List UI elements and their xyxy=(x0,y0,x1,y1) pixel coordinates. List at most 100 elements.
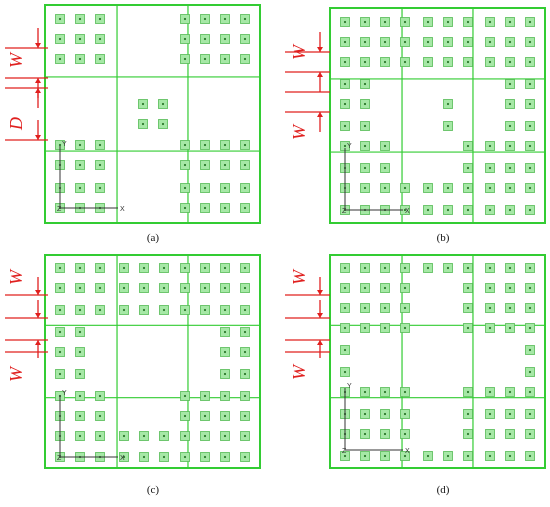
caption-b: (b) xyxy=(436,232,450,244)
pad-dot-b-top-0-0 xyxy=(343,20,347,24)
pad-dot-d-top1-0-1 xyxy=(363,266,367,270)
pad-dot-d-tl-1-1 xyxy=(363,306,367,310)
pad-dot-d-bottom-0-4 xyxy=(426,454,430,458)
pad-dot-b-top-1-3 xyxy=(403,40,407,44)
pad-dot-a-center-1-1 xyxy=(161,122,165,126)
pad-dot-c-bottom-1-6 xyxy=(183,455,187,459)
pad-dot-b-bottom-0-2 xyxy=(383,186,387,190)
pad-dot-d-top1-0-2 xyxy=(383,266,387,270)
pad-dot-a-bl-0-0 xyxy=(58,143,62,147)
pad-dot-d-tr-2-0 xyxy=(466,326,470,330)
dim-head-c-w2 xyxy=(35,340,41,345)
pad-dot-a-center-0-0 xyxy=(141,102,145,106)
pad-dot-c-br-1-1 xyxy=(203,414,207,418)
pad-dot-b-top-1-9 xyxy=(528,40,532,44)
pad-dot-d-bottom-0-7 xyxy=(488,454,492,458)
pad-dot-a-br-1-2 xyxy=(223,163,227,167)
dim-head-a-d-bot xyxy=(35,135,41,140)
pad-dot-c-top2-0-3 xyxy=(122,286,126,290)
pad-dot-b-bottom-1-4 xyxy=(426,208,430,212)
pad-dot-b-br-0-3 xyxy=(528,144,532,148)
dim-head-a-d-top xyxy=(35,88,41,93)
pad-dot-c-top1-0-4 xyxy=(142,266,146,270)
pad-dot-a-tl-0-1 xyxy=(78,17,82,21)
pad-dot-b-br-1-3 xyxy=(528,166,532,170)
dim-head-d-w1 xyxy=(317,290,323,295)
pad-dot-d-tl-2-0 xyxy=(343,326,347,330)
pad-dot-a-br-2-3 xyxy=(243,186,247,190)
pad-dot-d-tr-1-1 xyxy=(488,306,492,310)
pad-dot-d-bl-2-3 xyxy=(403,432,407,436)
pad-dot-b-top-1-7 xyxy=(488,40,492,44)
pad-dot-d-bl-1-1 xyxy=(363,412,367,416)
pad-dot-c-top1-0-9 xyxy=(243,266,247,270)
pad-dot-b-center-1-0 xyxy=(446,124,450,128)
pad-dot-d-bl-2-1 xyxy=(363,432,367,436)
pad-dot-a-tr-2-2 xyxy=(223,57,227,61)
pad-dot-d-right-1-0 xyxy=(528,370,532,374)
pad-dot-b-top-2-5 xyxy=(446,60,450,64)
pad-dot-b-bottom-0-8 xyxy=(508,186,512,190)
pad-dot-c-right-2-0 xyxy=(223,372,227,376)
pad-dot-c-top2-0-0 xyxy=(58,286,62,290)
y-axis-label-d: Y xyxy=(347,383,352,390)
pad-dot-a-br-3-3 xyxy=(243,206,247,210)
dim-head-d-w2 xyxy=(317,340,323,345)
pad-dot-a-bl-2-2 xyxy=(98,186,102,190)
pad-dot-d-br-1-2 xyxy=(508,412,512,416)
pad-dot-d-bl-2-2 xyxy=(383,432,387,436)
pad-dot-b-top-0-2 xyxy=(383,20,387,24)
pad-dot-b-left-2-1 xyxy=(363,124,367,128)
pad-dot-b-top-0-8 xyxy=(508,20,512,24)
caption-d: (d) xyxy=(436,484,450,496)
z-axis-label-c: Z xyxy=(57,455,62,462)
dim-head-b-w1 xyxy=(317,47,323,52)
pad-dot-a-br-0-2 xyxy=(223,143,227,147)
pad-dot-b-bottom-0-4 xyxy=(426,186,430,190)
dim-label-a-d: D xyxy=(6,117,26,131)
pad-dot-c-top2-1-0 xyxy=(58,308,62,312)
pad-dot-c-bottom-0-5 xyxy=(162,434,166,438)
pad-dot-c-left-2-0 xyxy=(58,372,62,376)
pad-dot-d-tr-2-2 xyxy=(508,326,512,330)
pad-dot-c-top2-1-5 xyxy=(162,308,166,312)
pad-dot-d-bottom-0-3 xyxy=(403,454,407,458)
pad-dot-c-top2-0-5 xyxy=(162,286,166,290)
pad-dot-d-bottom-0-2 xyxy=(383,454,387,458)
pad-dot-d-top1-0-9 xyxy=(528,266,532,270)
pad-dot-d-tl-2-3 xyxy=(403,326,407,330)
pad-dot-c-bottom-0-2 xyxy=(98,434,102,438)
pad-dot-d-br-2-1 xyxy=(488,432,492,436)
pad-dot-a-tr-0-3 xyxy=(243,17,247,21)
pad-dot-c-left-0-0 xyxy=(58,330,62,334)
pad-dot-d-tr-0-1 xyxy=(488,286,492,290)
pad-dot-b-br-0-2 xyxy=(508,144,512,148)
pad-dot-d-tr-1-0 xyxy=(466,306,470,310)
pad-dot-c-right-1-1 xyxy=(243,350,247,354)
pad-dot-b-right-1-1 xyxy=(528,102,532,106)
pad-dot-a-tl-1-0 xyxy=(58,37,62,41)
pad-dot-b-top-1-2 xyxy=(383,40,387,44)
pad-dot-b-center-0-0 xyxy=(446,102,450,106)
pad-dot-b-bottom-1-6 xyxy=(466,208,470,212)
pad-dot-d-bl-0-2 xyxy=(383,390,387,394)
pad-dot-c-top2-0-7 xyxy=(203,286,207,290)
pad-dot-a-tr-0-0 xyxy=(183,17,187,21)
pad-dot-a-tr-0-1 xyxy=(203,17,207,21)
pad-dot-b-right-2-0 xyxy=(508,124,512,128)
pad-dot-c-bottom-0-7 xyxy=(203,434,207,438)
pad-dot-b-bl-0-0 xyxy=(343,144,347,148)
panel-frame-a xyxy=(44,4,261,224)
pad-dot-d-br-1-0 xyxy=(466,412,470,416)
pad-dot-b-bottom-0-6 xyxy=(466,186,470,190)
pad-dot-b-top-1-8 xyxy=(508,40,512,44)
pad-dot-b-right-2-1 xyxy=(528,124,532,128)
pad-dot-b-bl-1-2 xyxy=(383,166,387,170)
pad-dot-c-left-1-1 xyxy=(78,350,82,354)
pad-dot-d-tr-0-0 xyxy=(466,286,470,290)
pad-dot-b-bottom-0-5 xyxy=(446,186,450,190)
caption-c: (c) xyxy=(146,484,160,496)
pad-dot-c-left-1-0 xyxy=(58,350,62,354)
pad-dot-a-bl-1-1 xyxy=(78,163,82,167)
